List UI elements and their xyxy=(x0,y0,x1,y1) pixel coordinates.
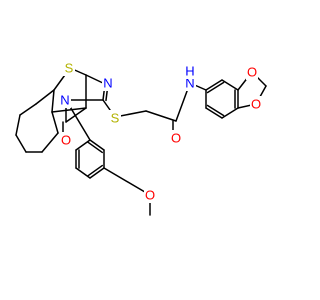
double-bond-p3-p4 xyxy=(87,164,104,177)
atom-label-bg-N-ring-3 xyxy=(59,92,71,108)
atom-label-bg-H-amide xyxy=(184,63,196,79)
bond-p4-p5 xyxy=(75,167,91,179)
atom-label-O-methoxy: O xyxy=(145,188,155,203)
bond-h2-h3 xyxy=(15,114,21,136)
atom-label-N-ring-3: N xyxy=(60,93,69,108)
atom-label-bg-O-amide xyxy=(170,130,182,146)
atom-label-S-thioether: S xyxy=(111,111,120,126)
atom-label-O-amide: O xyxy=(171,131,181,146)
bond-h1-h2 xyxy=(19,103,37,116)
atom-label-bg-S-thiophene xyxy=(63,60,75,76)
bond-b4-b5 xyxy=(221,107,239,119)
bond-layer xyxy=(15,67,267,216)
bond-b5-b6 xyxy=(205,107,223,119)
atom-label-bg-O-dioxole-right xyxy=(250,96,262,112)
atom-label-bg-O-ketone xyxy=(60,132,72,148)
bond-h3-h4 xyxy=(15,134,27,153)
atom-label-O-dioxole-top: O xyxy=(247,65,257,80)
atom-label-O-ketone: O xyxy=(61,133,71,148)
atom-label-S-thiophene: S xyxy=(65,61,74,76)
bond-C-CH2 xyxy=(145,110,177,122)
atom-label-H-amide: H xyxy=(185,64,194,79)
bond-b1-b2 xyxy=(205,79,223,91)
atom-label-bg-O-dioxole-top xyxy=(246,64,258,80)
atom-label-bg-O-methoxy xyxy=(144,187,156,203)
bond-h5-h6 xyxy=(41,132,59,153)
bond-p1-p2 xyxy=(89,139,105,151)
atom-label-N-ring-1: N xyxy=(103,76,112,91)
atom-label-O-dioxole-right: O xyxy=(251,97,261,112)
bond-h6-C7a xyxy=(51,111,59,134)
bond-C7a-C4a xyxy=(51,107,87,113)
bond-p3-Om xyxy=(103,167,151,196)
bond-C4a-C4 xyxy=(65,107,87,123)
bond-p3-p4 xyxy=(89,167,105,179)
bond-b2-b3 xyxy=(221,79,239,91)
bond-p6-p1 xyxy=(75,139,91,151)
atom-label-bg-N-ring-1 xyxy=(102,75,114,91)
double-bond-b1-b2 xyxy=(206,81,225,94)
bond-C3a-h1 xyxy=(35,89,55,105)
double-bond-p1-p2 xyxy=(87,141,104,154)
atom-label-bg-S-thioether xyxy=(109,110,121,126)
double-bond-b5-b6 xyxy=(206,104,225,117)
bond-N1-C8a xyxy=(85,74,106,85)
bond-C3a-C7a xyxy=(51,89,55,113)
atom-label-N-amide: N xyxy=(185,76,194,91)
